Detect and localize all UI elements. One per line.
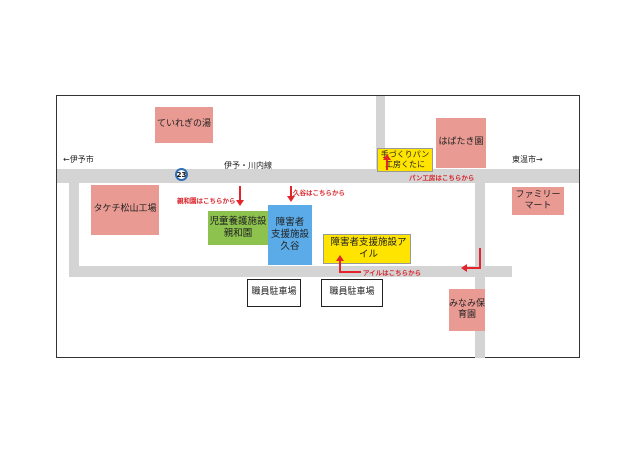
city-iyo-label: ←伊予市 (63, 155, 94, 164)
pan-direction-label: パン工房はこちらから (409, 174, 475, 182)
airu-arrow-shaft-v (339, 261, 341, 273)
kutani-arrow-icon (287, 196, 295, 202)
kutani-direction-label: 久谷はこちらから (293, 189, 345, 197)
road-name-label: 伊予・川内線 (224, 161, 272, 170)
route-23-marker: 23 (175, 168, 188, 181)
airu-direction-label: アイルはこちらから (363, 269, 422, 277)
south-entry-arrow-shaft-h (467, 267, 481, 269)
airu-arrow-icon (336, 255, 344, 261)
north-road (376, 96, 385, 169)
landmark-familymart: ファミリーマート (512, 187, 564, 215)
lower-road (69, 266, 512, 277)
pan-arrow-shaft (386, 160, 388, 170)
parking-left: 職員駐車場 (247, 279, 301, 307)
landmark-minami-nursery: みなみ保育園 (449, 289, 485, 331)
south-entry-arrow-shaft-v (479, 248, 481, 269)
landmark-teinegi-onsen: ていれぎの湯 (155, 107, 213, 143)
south-entry-arrow-icon (461, 264, 467, 272)
south-road (475, 183, 485, 358)
kutani-arrow-shaft (290, 186, 292, 196)
landmark-habataki-en: はばたき園 (436, 118, 486, 168)
shinwaen-arrow-shaft (239, 186, 241, 200)
landmark-takechi-factory: タケチ松山工場 (91, 185, 159, 235)
shinwaen-direction-label: 親和園はこちらから (177, 197, 236, 205)
main-road-iyo-kawauchi (57, 169, 579, 183)
left-vertical-road (69, 183, 79, 266)
city-toon-label: 東温市→ (512, 155, 543, 164)
facility-kutani: 障害者 支援施設 久谷 (268, 205, 312, 265)
airu-arrow-shaft-h (339, 271, 361, 273)
facility-shinwaen: 児童養護施設 親和園 (208, 211, 268, 245)
pan-arrow-icon (383, 154, 391, 160)
parking-right: 職員駐車場 (321, 279, 383, 307)
area-map: ていれぎの湯 タケチ松山工場 はばたき園 ファミリーマート みなみ保育園 みなみ… (56, 95, 580, 358)
shinwaen-arrow-icon (236, 200, 244, 206)
